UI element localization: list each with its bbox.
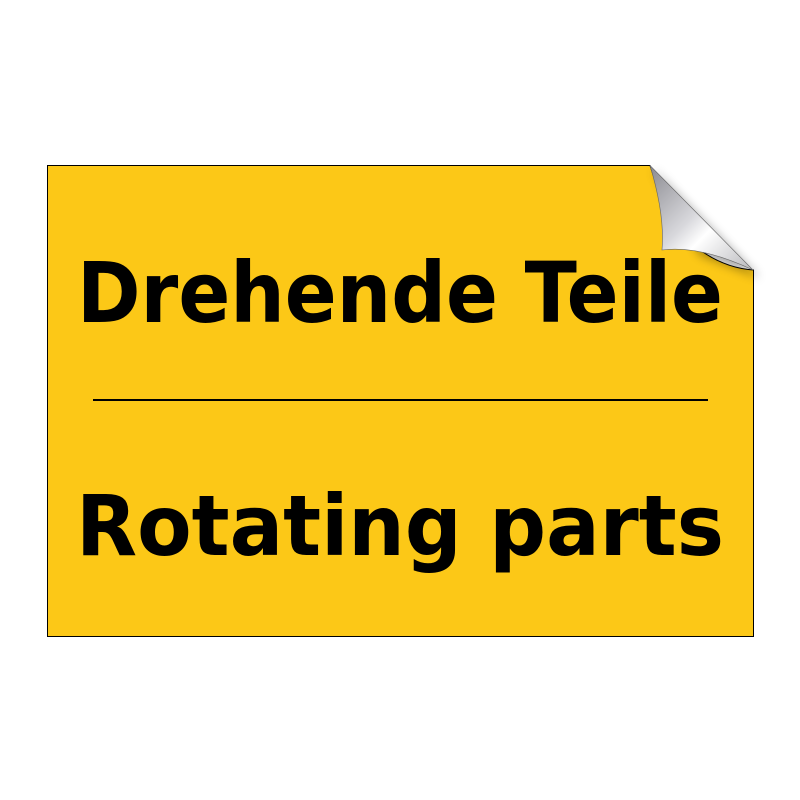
- peel-corner: [649, 165, 754, 271]
- sign-line-german: Drehende Teile: [77, 244, 723, 342]
- sign-line-english: Rotating parts: [76, 477, 724, 575]
